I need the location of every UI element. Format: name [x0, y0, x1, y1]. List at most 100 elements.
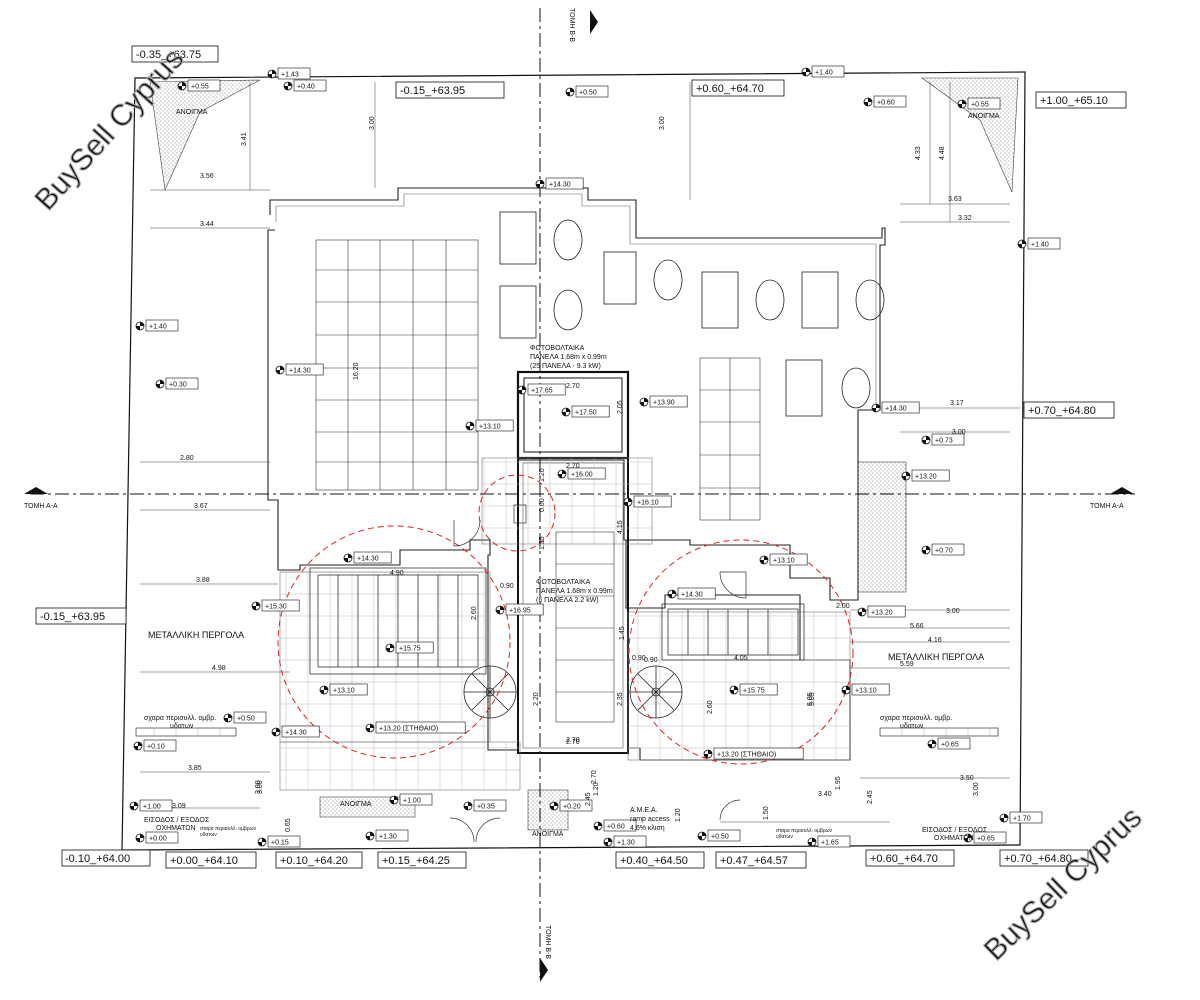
dimension-text: 2.60	[471, 606, 478, 620]
level-mark-fill	[466, 422, 474, 430]
level-mark-fill	[704, 750, 712, 758]
level-mark-box	[261, 599, 300, 612]
dimension-text: 2.35	[617, 692, 624, 706]
pv-label-size-2: ΠΑΝΕΛΑ 1.68m x 0.99m	[536, 588, 613, 595]
level-mark-fill	[224, 714, 232, 722]
level-mark-box	[1009, 811, 1043, 824]
drain-note-left: σταρα περισυλλ. ομβρων	[200, 826, 257, 832]
level-mark-box	[143, 739, 177, 752]
level-mark: +1.00	[129, 799, 173, 812]
plot-boundary	[121, 71, 1026, 851]
boundary-label: +0.70_+64.80	[1028, 405, 1096, 417]
level-mark-box	[603, 819, 637, 832]
vehicle-entrance-left: ΕΙΣΟΔΟΣ / ΕΞΟΔΟΣ	[144, 817, 210, 824]
pv-array-right	[699, 357, 761, 521]
dimension-text: 3.17	[950, 400, 964, 407]
level-mark-fill	[320, 686, 328, 694]
dimension-text: 2.00	[836, 603, 850, 610]
level-mark-text: +15.75	[399, 646, 421, 653]
level-mark-fill	[902, 472, 910, 480]
level-mark: +0.50	[697, 829, 741, 842]
level-mark-fill	[566, 88, 574, 96]
level-mark: +16.00	[557, 467, 606, 480]
dimension-text: 3.00	[952, 429, 966, 436]
drain-note-left-2: υδατων	[200, 832, 217, 838]
level-mark: +0.10	[133, 739, 177, 752]
level-mark-text: +0.65	[941, 742, 959, 749]
dimension-text: 3.00	[659, 116, 666, 130]
level-mark-box	[817, 835, 851, 848]
level-mark-text: +1.40	[149, 324, 167, 331]
level-mark-fill	[344, 554, 352, 562]
level-mark: +14.30	[275, 363, 324, 376]
level-mark-fill	[640, 398, 648, 406]
level-mark-fill	[922, 436, 930, 444]
dimension-text: 0.90	[500, 583, 514, 590]
boundary-label: +0.47_+64.57	[720, 855, 788, 867]
level-mark-box	[475, 419, 514, 432]
level-mark-box	[851, 683, 890, 696]
level-mark-box	[973, 831, 1007, 844]
level-mark-text: +1.30	[617, 840, 635, 847]
level-mark-box	[633, 495, 672, 508]
level-mark-fill	[842, 686, 850, 694]
dimension-text: 3.00	[255, 780, 262, 794]
boundary-label: -0.15_+63.95	[400, 85, 465, 97]
boundary-label: -0.15_+63.95	[40, 611, 105, 623]
level-mark: +0.35	[463, 799, 507, 812]
level-mark: +0.15	[257, 835, 301, 848]
dimension-text: 16.20	[353, 362, 360, 380]
level-mark: +1.40	[801, 65, 845, 78]
level-mark: +1.70	[999, 811, 1043, 824]
dimension-text: 4.90	[390, 570, 404, 577]
level-mark-fill	[272, 728, 280, 736]
level-mark-box	[139, 799, 173, 812]
dimension-text: 2.70	[566, 739, 580, 746]
vehicle-entrance-right: ΕΙΣΟΔΟΣ / ΕΞΟΔΟΣ	[922, 827, 988, 834]
level-mark: +13.10	[759, 553, 808, 566]
boundary-label: -0.35_+63.75	[136, 49, 201, 61]
level-mark-box	[575, 85, 609, 98]
vehicle-entrance-right-2: ΟΧΗΜΑΤΩΝ	[934, 835, 974, 842]
level-mark: +15.75	[729, 683, 778, 696]
level-mark-fill	[366, 832, 374, 840]
level-mark: +0.30	[155, 377, 199, 390]
level-mark: +16.95	[495, 603, 544, 616]
level-mark: +16.10	[623, 495, 672, 508]
level-mark-fill	[268, 70, 276, 78]
dimension-text: 0.60	[539, 498, 546, 512]
boundary-label: -0.10_+64.00	[65, 853, 130, 865]
level-mark-text: +14.30	[289, 368, 311, 375]
level-mark: +14.30	[535, 177, 584, 190]
pergola-label-left: ΜΕΤΑΛΛΙΚΗ ΠΕΡΓΟΛΑ	[148, 630, 244, 640]
tiled-area-right-terrace	[627, 611, 851, 761]
roof-inner-outline	[275, 193, 877, 404]
level-mark: +0.20	[549, 799, 593, 812]
dimension-text: 4.16	[928, 637, 942, 644]
boundary-label: +0.40_+64.50	[620, 855, 688, 867]
level-mark-text: +16.00	[571, 472, 593, 479]
level-mark-box	[165, 377, 199, 390]
level-mark-fill	[390, 796, 398, 804]
level-mark-text: +1.00	[403, 798, 421, 805]
dimension-text: 2.20	[533, 692, 540, 706]
opening-label: ΑΝΟΙΓΜΑ	[176, 109, 208, 116]
opening-label: ΑΝΟΙΓΜΑ	[968, 113, 1000, 120]
level-mark-fill	[258, 838, 266, 846]
level-mark: +1.40	[1017, 237, 1061, 250]
pv-label-title: ΦΩΤΟΒΟΛΤΑΙΚΑ	[530, 345, 585, 352]
level-mark: +0.65	[963, 831, 1007, 844]
level-mark-fill	[550, 802, 558, 810]
dimension-text: 3.00	[946, 608, 960, 615]
dimension-text: 1.50	[763, 806, 770, 820]
level-mark-text: +0.60	[877, 100, 895, 107]
doors	[449, 504, 747, 843]
gutter-label-left-2: υδατων	[170, 723, 194, 730]
level-mark-fill	[386, 644, 394, 652]
hatch-void-top-left	[149, 79, 261, 192]
level-mark: +0.00	[135, 831, 179, 844]
dimension-text: 0.90	[644, 657, 658, 664]
level-mark-box	[713, 747, 804, 760]
level-mark-text: +14.30	[549, 182, 571, 189]
